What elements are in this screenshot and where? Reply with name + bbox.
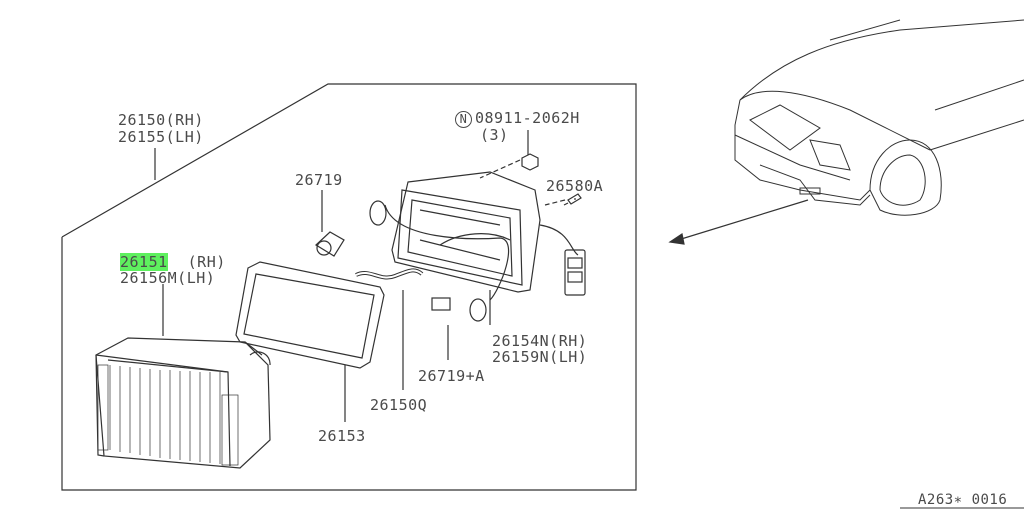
gasket: [235, 261, 385, 369]
part-label-26159n[interactable]: 26159N(LH): [492, 348, 588, 366]
callout-arrow: [677, 199, 809, 241]
part-label-26719[interactable]: 26719: [295, 171, 343, 189]
highlighted-part-number[interactable]: 26151: [120, 253, 168, 271]
part-label-26155[interactable]: 26155(LH): [118, 128, 204, 146]
part-quantity: (3): [480, 126, 509, 144]
nut: [521, 153, 539, 171]
bulb: [315, 200, 387, 257]
small-bulb: [431, 297, 487, 322]
lamp-housing: [384, 171, 586, 301]
lamp-lens: [95, 337, 271, 469]
n-circle-icon: N: [455, 111, 472, 128]
part-label-26719a[interactable]: 26719+A: [418, 367, 485, 385]
part-label-26150[interactable]: 26150(RH): [118, 111, 204, 129]
part-number: 08911-2062H: [475, 109, 580, 127]
part-label-26156m[interactable]: 26156M(LH): [120, 269, 216, 287]
diagram-code: A263∗ 0016: [918, 492, 1008, 508]
part-label-26153[interactable]: 26153: [318, 427, 366, 445]
part-label-26151[interactable]: 26151 (RH): [120, 253, 226, 271]
assembly-frame: [61, 83, 637, 491]
car-front-view: [734, 19, 1024, 216]
part-label-26154n[interactable]: 26154N(RH): [492, 332, 588, 350]
part-side: (RH): [187, 253, 226, 271]
screw: [563, 193, 582, 206]
part-label-26150q[interactable]: 26150Q: [370, 396, 428, 414]
part-label-26580a[interactable]: 26580A: [546, 177, 604, 195]
